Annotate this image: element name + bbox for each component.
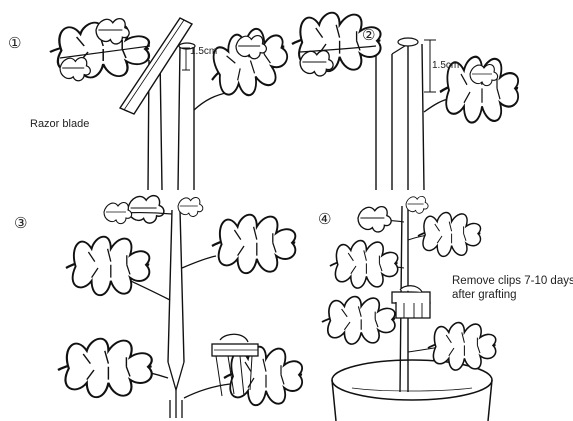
pot — [332, 360, 492, 421]
panel-2 — [292, 13, 518, 190]
step-2-measure: 1.5cm — [432, 60, 459, 72]
panel-3-leaf-upper-left — [66, 237, 170, 300]
step-1-marker: ① — [8, 34, 21, 52]
step-4-marker: ④ — [318, 210, 331, 228]
panel-4 — [322, 196, 496, 421]
panel-3 — [58, 196, 302, 418]
panel-1-leaf-right — [194, 18, 294, 110]
panel-2-stem-right — [408, 44, 424, 190]
panel-1 — [50, 18, 294, 190]
panel-1-leaf-left — [50, 19, 150, 81]
step-2-marker: ② — [362, 26, 375, 44]
panel-3-leaf-upper-right — [182, 215, 295, 274]
razor-blade-label: Razor blade — [30, 118, 89, 131]
panel-3-leaf-lower-left — [58, 339, 168, 398]
panel-2-leaf-left — [292, 13, 381, 76]
remove-clips-note: Remove clips 7-10 days after grafting — [452, 274, 573, 302]
step-1-measure: 1.5cm — [190, 46, 217, 58]
panel-4-grafting-clip — [392, 286, 430, 318]
panel-3-stem — [168, 210, 184, 362]
razor-blade — [120, 18, 192, 114]
panel-2-stem-left — [376, 54, 392, 190]
step-3-marker: ③ — [14, 214, 27, 232]
